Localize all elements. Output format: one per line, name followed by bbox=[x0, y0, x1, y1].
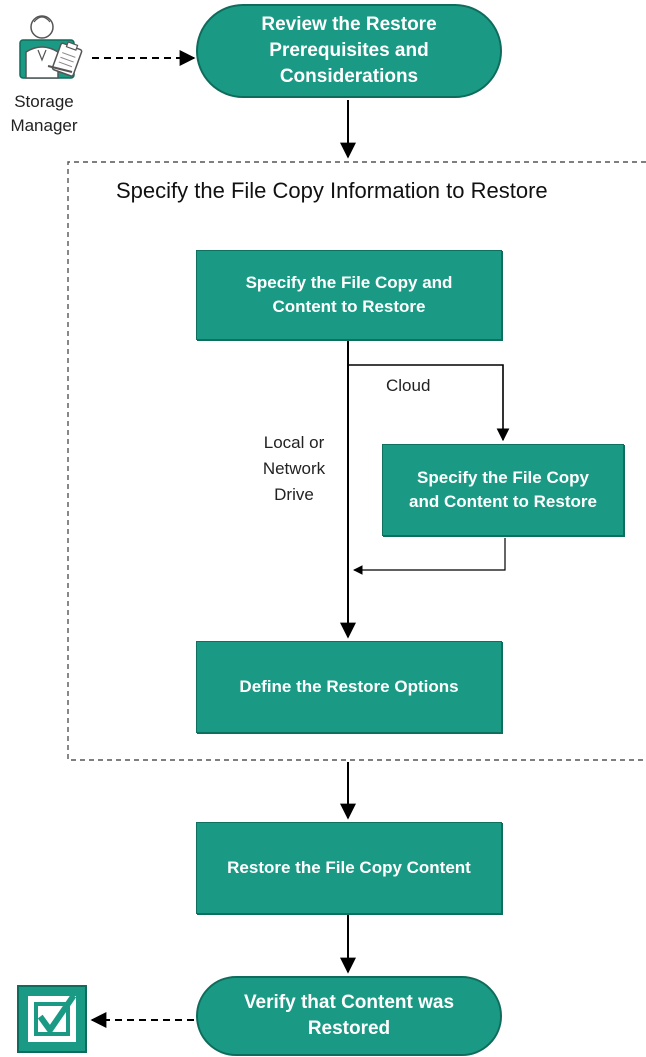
checkbox-checkmark-icon bbox=[17, 985, 87, 1053]
define-restore-options-step: Define the Restore Options bbox=[196, 641, 502, 733]
specify-file-copy-step: Specify the File Copy and Content to Res… bbox=[196, 250, 502, 340]
storage-manager-label: Storage Manager bbox=[10, 92, 78, 135]
local-network-branch-label: Local or Network Drive bbox=[262, 433, 326, 504]
cloud-branch-arrow bbox=[348, 364, 510, 442]
group-title: Specify the File Copy Information to Res… bbox=[116, 178, 548, 203]
restore-content-step: Restore the File Copy Content bbox=[196, 822, 502, 914]
review-prerequisites-step: Review the Restore Prerequisites and Con… bbox=[196, 4, 502, 98]
group-boundary bbox=[67, 161, 646, 761]
cloud-branch-label: Cloud bbox=[386, 376, 431, 395]
cloud-return-arrow bbox=[353, 538, 506, 575]
storage-manager-person-icon bbox=[19, 15, 83, 79]
verify-content-restored-step: Verify that Content was Restored bbox=[196, 976, 502, 1056]
specify-file-copy-cloud-step: Specify the File Copy and Content to Res… bbox=[382, 444, 624, 536]
